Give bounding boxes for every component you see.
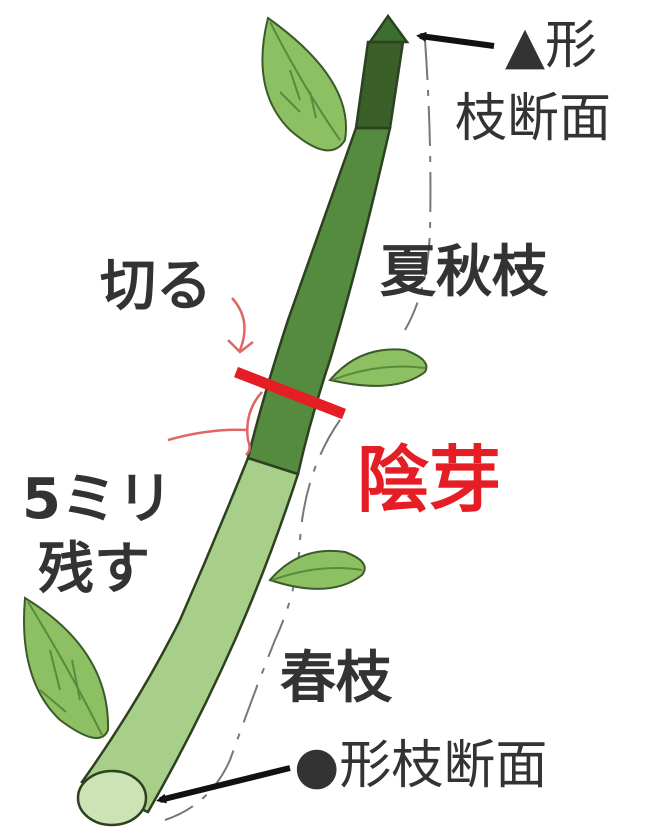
leaf-middle-right: [328, 348, 428, 387]
cut-mark: [234, 366, 346, 420]
spring-branch: [80, 456, 300, 814]
leaf-bottom-left: [23, 596, 110, 739]
label-cut: 切る: [100, 254, 212, 319]
label-leave-5mm: 5ミリ 残す: [22, 467, 192, 602]
leaf-top-left: [261, 16, 347, 152]
leaf-lower-right: [268, 549, 366, 590]
spring-branch-cross-section: [76, 769, 148, 827]
label-top-section-line1: ▲形: [505, 16, 597, 76]
label-summer-autumn-branch: 夏秋枝: [380, 240, 549, 305]
label-leave-5mm-line1: 5ミリ: [22, 467, 173, 532]
label-leave-5mm-line2: 残す: [38, 537, 150, 602]
label-top-section-line2: 枝断面: [455, 89, 611, 149]
label-top-section: ▲形 枝断面: [455, 16, 614, 149]
summer-autumn-branch: [246, 126, 392, 476]
triangle-section-marker: [367, 13, 410, 44]
label-spring-branch: 春枝: [280, 646, 393, 711]
five-mm-bracket: [167, 391, 263, 456]
summer-branch-guide-line: [404, 39, 432, 331]
label-dormant-bud: 陰芽: [357, 438, 501, 522]
spring-branch-guide-line: [164, 419, 341, 821]
bottom-section-arrow: [156, 765, 291, 804]
summer-branch-tip: [354, 40, 405, 130]
cut-pointer-arrow: [227, 297, 254, 354]
top-section-arrow: [416, 31, 495, 49]
label-bottom-section: ●形枝断面: [294, 736, 547, 796]
